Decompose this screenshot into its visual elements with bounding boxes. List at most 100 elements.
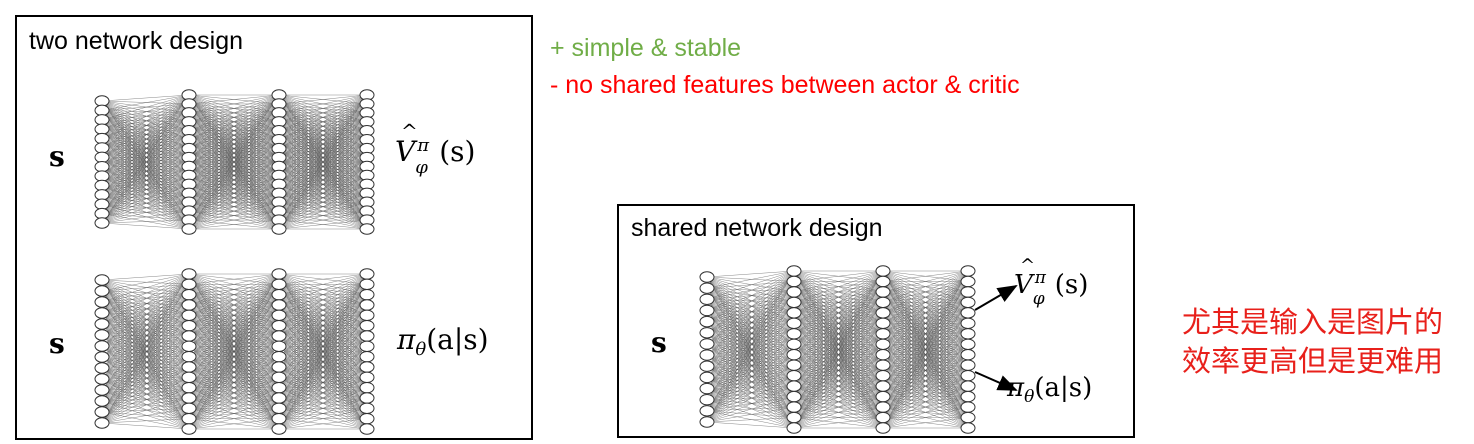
network-connections: [101, 273, 368, 430]
pro-note: + simple & stable: [550, 34, 742, 62]
actor-output-symbol: π: [397, 323, 416, 356]
neuron-node: [94, 373, 110, 385]
neuron-node: [359, 309, 375, 322]
network-neurons: [94, 89, 375, 235]
annotation-line-2: 效率更高但是更难用: [1182, 344, 1444, 378]
critic-network-diagram: [94, 89, 375, 235]
neuron-node: [359, 319, 375, 332]
two-network-panel: two network design s V ^ π φ (s) s πθ(a|…: [15, 15, 533, 440]
neuron-node: [359, 223, 375, 235]
shared-network-panel: shared network design s V ^ π φ (s) πθ(a…: [617, 204, 1135, 438]
neuron-node: [271, 381, 287, 394]
neuron-node: [181, 361, 197, 373]
neuron-node: [699, 282, 715, 294]
neuron-node: [181, 402, 197, 415]
neuron-node: [271, 268, 287, 280]
neuron-node: [359, 288, 375, 301]
con-note: - no shared features between actor & cri…: [550, 71, 1020, 99]
actor-network-diagram: [94, 268, 375, 435]
neuron-node: [94, 285, 110, 297]
neuron-node: [699, 293, 715, 306]
shared-input-label: s: [651, 326, 667, 359]
annotation-line-1: 尤其是输入是图片的: [1182, 305, 1444, 339]
shared-actor-output-label: πθ(a|s): [1007, 373, 1093, 407]
neuron-node: [359, 330, 375, 342]
neuron-node: [699, 405, 715, 417]
actor-input-label: s: [49, 327, 65, 360]
shared-critic-output-label: V ^ π φ (s): [1014, 255, 1089, 309]
neuron-node: [699, 349, 715, 361]
neuron-node: [181, 268, 197, 280]
critic-output-label: V ^ π φ (s): [395, 119, 476, 178]
shared-actor-output-argument: (a|s): [1034, 373, 1093, 403]
neuron-node: [271, 392, 287, 404]
neuron-node: [359, 350, 375, 363]
neuron-node: [359, 402, 375, 415]
neuron-node: [271, 423, 287, 435]
neuron-node: [960, 422, 976, 434]
neuron-node: [181, 223, 197, 235]
neuron-node: [94, 340, 110, 352]
neuron-node: [699, 327, 715, 339]
shared-critic-output-subscript: φ: [1032, 289, 1045, 309]
neuron-node: [699, 315, 715, 328]
critic-input-label: s: [49, 140, 65, 173]
neuron-node: [94, 406, 110, 418]
neuron-node: [181, 423, 197, 435]
critic-output-argument: (s): [439, 135, 476, 168]
neuron-node: [271, 309, 287, 322]
neuron-node: [181, 309, 197, 322]
neuron-node: [181, 330, 197, 342]
actor-output-argument: (a|s): [426, 323, 489, 356]
shared-critic-output-argument: (s): [1054, 270, 1089, 300]
neuron-node: [181, 278, 197, 291]
neuron-node: [94, 362, 110, 374]
neuron-node: [359, 340, 375, 353]
neuron-node: [359, 423, 375, 435]
neuron-node: [181, 392, 197, 404]
neuron-node: [271, 330, 287, 342]
shared-critic-output-superscript: π: [1034, 268, 1046, 288]
shared-actor-output-subscript: θ: [1024, 387, 1035, 407]
neuron-node: [271, 319, 287, 332]
neuron-node: [181, 381, 197, 394]
network-neurons: [699, 265, 976, 434]
neuron-node: [181, 412, 197, 425]
neuron-node: [94, 384, 110, 396]
neuron-node: [94, 318, 110, 330]
neuron-node: [875, 422, 891, 434]
neuron-node: [271, 340, 287, 353]
neuron-node: [271, 350, 287, 363]
neuron-node: [699, 271, 715, 283]
shared-network-diagram: [699, 265, 976, 434]
neuron-node: [94, 351, 110, 363]
output-arrows: [974, 284, 1018, 391]
neuron-node: [94, 395, 110, 407]
neuron-node: [271, 299, 287, 311]
critic-output-superscript: π: [417, 135, 430, 156]
neuron-node: [359, 278, 375, 291]
neuron-node: [94, 307, 110, 319]
critic-output-subscript: φ: [415, 157, 428, 178]
neuron-node: [359, 371, 375, 384]
neuron-node: [786, 422, 802, 434]
neuron-node: [699, 371, 715, 384]
neuron-node: [699, 393, 715, 406]
network-neurons: [94, 268, 375, 435]
neuron-node: [271, 361, 287, 373]
neuron-node: [271, 288, 287, 301]
neuron-node: [181, 340, 197, 353]
network-connections: [101, 94, 368, 230]
neuron-node: [359, 361, 375, 373]
neuron-node: [359, 392, 375, 404]
neuron-node: [181, 371, 197, 384]
neuron-node: [359, 412, 375, 425]
actor-output-label: πθ(a|s): [397, 323, 489, 360]
neuron-node: [699, 338, 715, 350]
neuron-node: [271, 412, 287, 425]
neuron-node: [94, 217, 110, 229]
actor-output-subscript: θ: [415, 339, 427, 360]
neuron-node: [94, 296, 110, 308]
neuron-node: [699, 416, 715, 428]
neuron-node: [181, 350, 197, 363]
